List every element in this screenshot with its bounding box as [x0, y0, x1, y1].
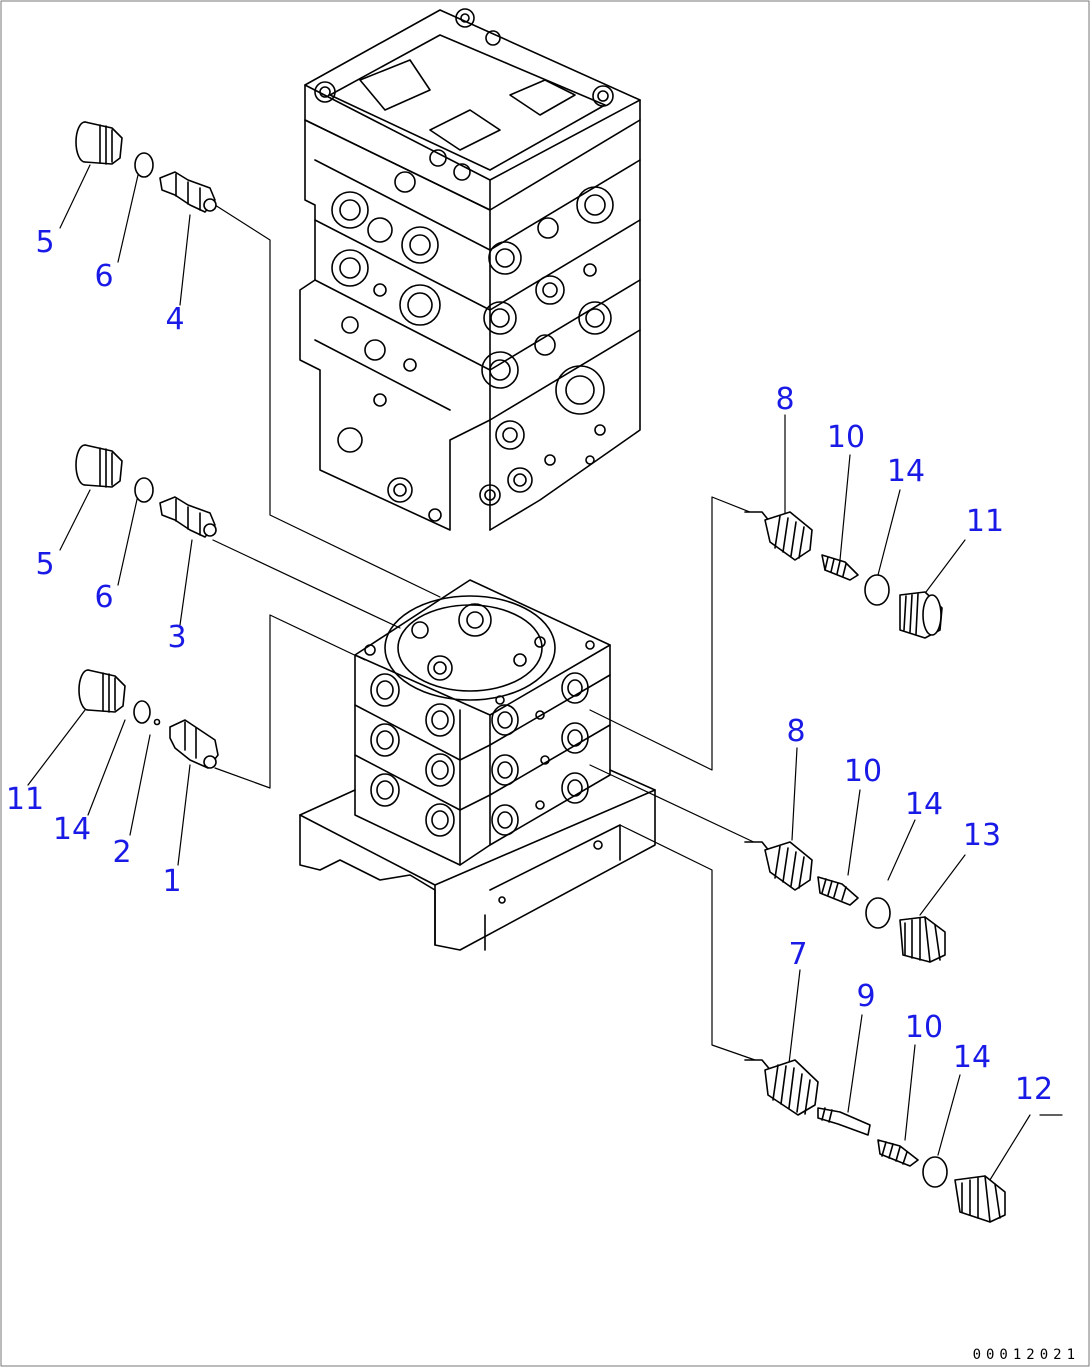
- spring-upper: [821, 554, 859, 581]
- callout-c19[interactable]: 7: [788, 937, 808, 972]
- document-code: 00012021: [972, 1347, 1080, 1363]
- lower-valve-body: [299, 579, 656, 951]
- spring-lower: [877, 1139, 919, 1167]
- valve-9: [817, 1107, 871, 1136]
- valve-8-upper: [744, 511, 813, 561]
- right-parts: [744, 511, 1006, 1223]
- valve-4: [159, 171, 217, 213]
- callout-c6[interactable]: 3: [167, 620, 187, 655]
- leader-lines: [27, 164, 1063, 1189]
- valve-8-lower: [744, 841, 813, 891]
- callout-c2[interactable]: 6: [94, 259, 114, 294]
- callout-c21[interactable]: 10: [904, 1010, 944, 1045]
- spring-middle: [817, 876, 859, 906]
- callout-c13[interactable]: 14: [886, 454, 926, 489]
- upper-valve-body: [299, 8, 641, 531]
- callout-c17[interactable]: 14: [904, 787, 944, 822]
- plug-middle: [75, 444, 123, 488]
- callout-c10[interactable]: 1: [162, 864, 182, 899]
- callout-c23[interactable]: 12: [1014, 1072, 1054, 1107]
- callout-c12[interactable]: 10: [826, 420, 866, 455]
- callout-c1[interactable]: 5: [35, 225, 55, 260]
- callout-c8[interactable]: 14: [52, 812, 92, 847]
- plug-right-upper: [899, 591, 943, 639]
- callout-c11[interactable]: 8: [775, 382, 795, 417]
- plug-upper: [75, 121, 123, 165]
- left-parts: [75, 121, 219, 769]
- valve-3: [159, 496, 217, 538]
- plug-13: [899, 916, 946, 963]
- callout-c14[interactable]: 11: [965, 504, 1005, 539]
- callout-c7[interactable]: 11: [5, 782, 45, 817]
- callout-c15[interactable]: 8: [786, 714, 806, 749]
- callout-c18[interactable]: 13: [962, 818, 1002, 853]
- callout-c16[interactable]: 10: [843, 754, 883, 789]
- valve-7: [744, 1059, 819, 1116]
- plug-12: [954, 1175, 1006, 1223]
- callout-c22[interactable]: 14: [952, 1040, 992, 1075]
- valve-1: [169, 719, 219, 769]
- callout-c4[interactable]: 5: [35, 547, 55, 582]
- callout-c3[interactable]: 4: [165, 302, 185, 337]
- callout-c20[interactable]: 9: [856, 979, 876, 1014]
- callout-c9[interactable]: 2: [112, 835, 132, 870]
- callout-c5[interactable]: 6: [94, 580, 114, 615]
- plug-lower: [78, 669, 126, 713]
